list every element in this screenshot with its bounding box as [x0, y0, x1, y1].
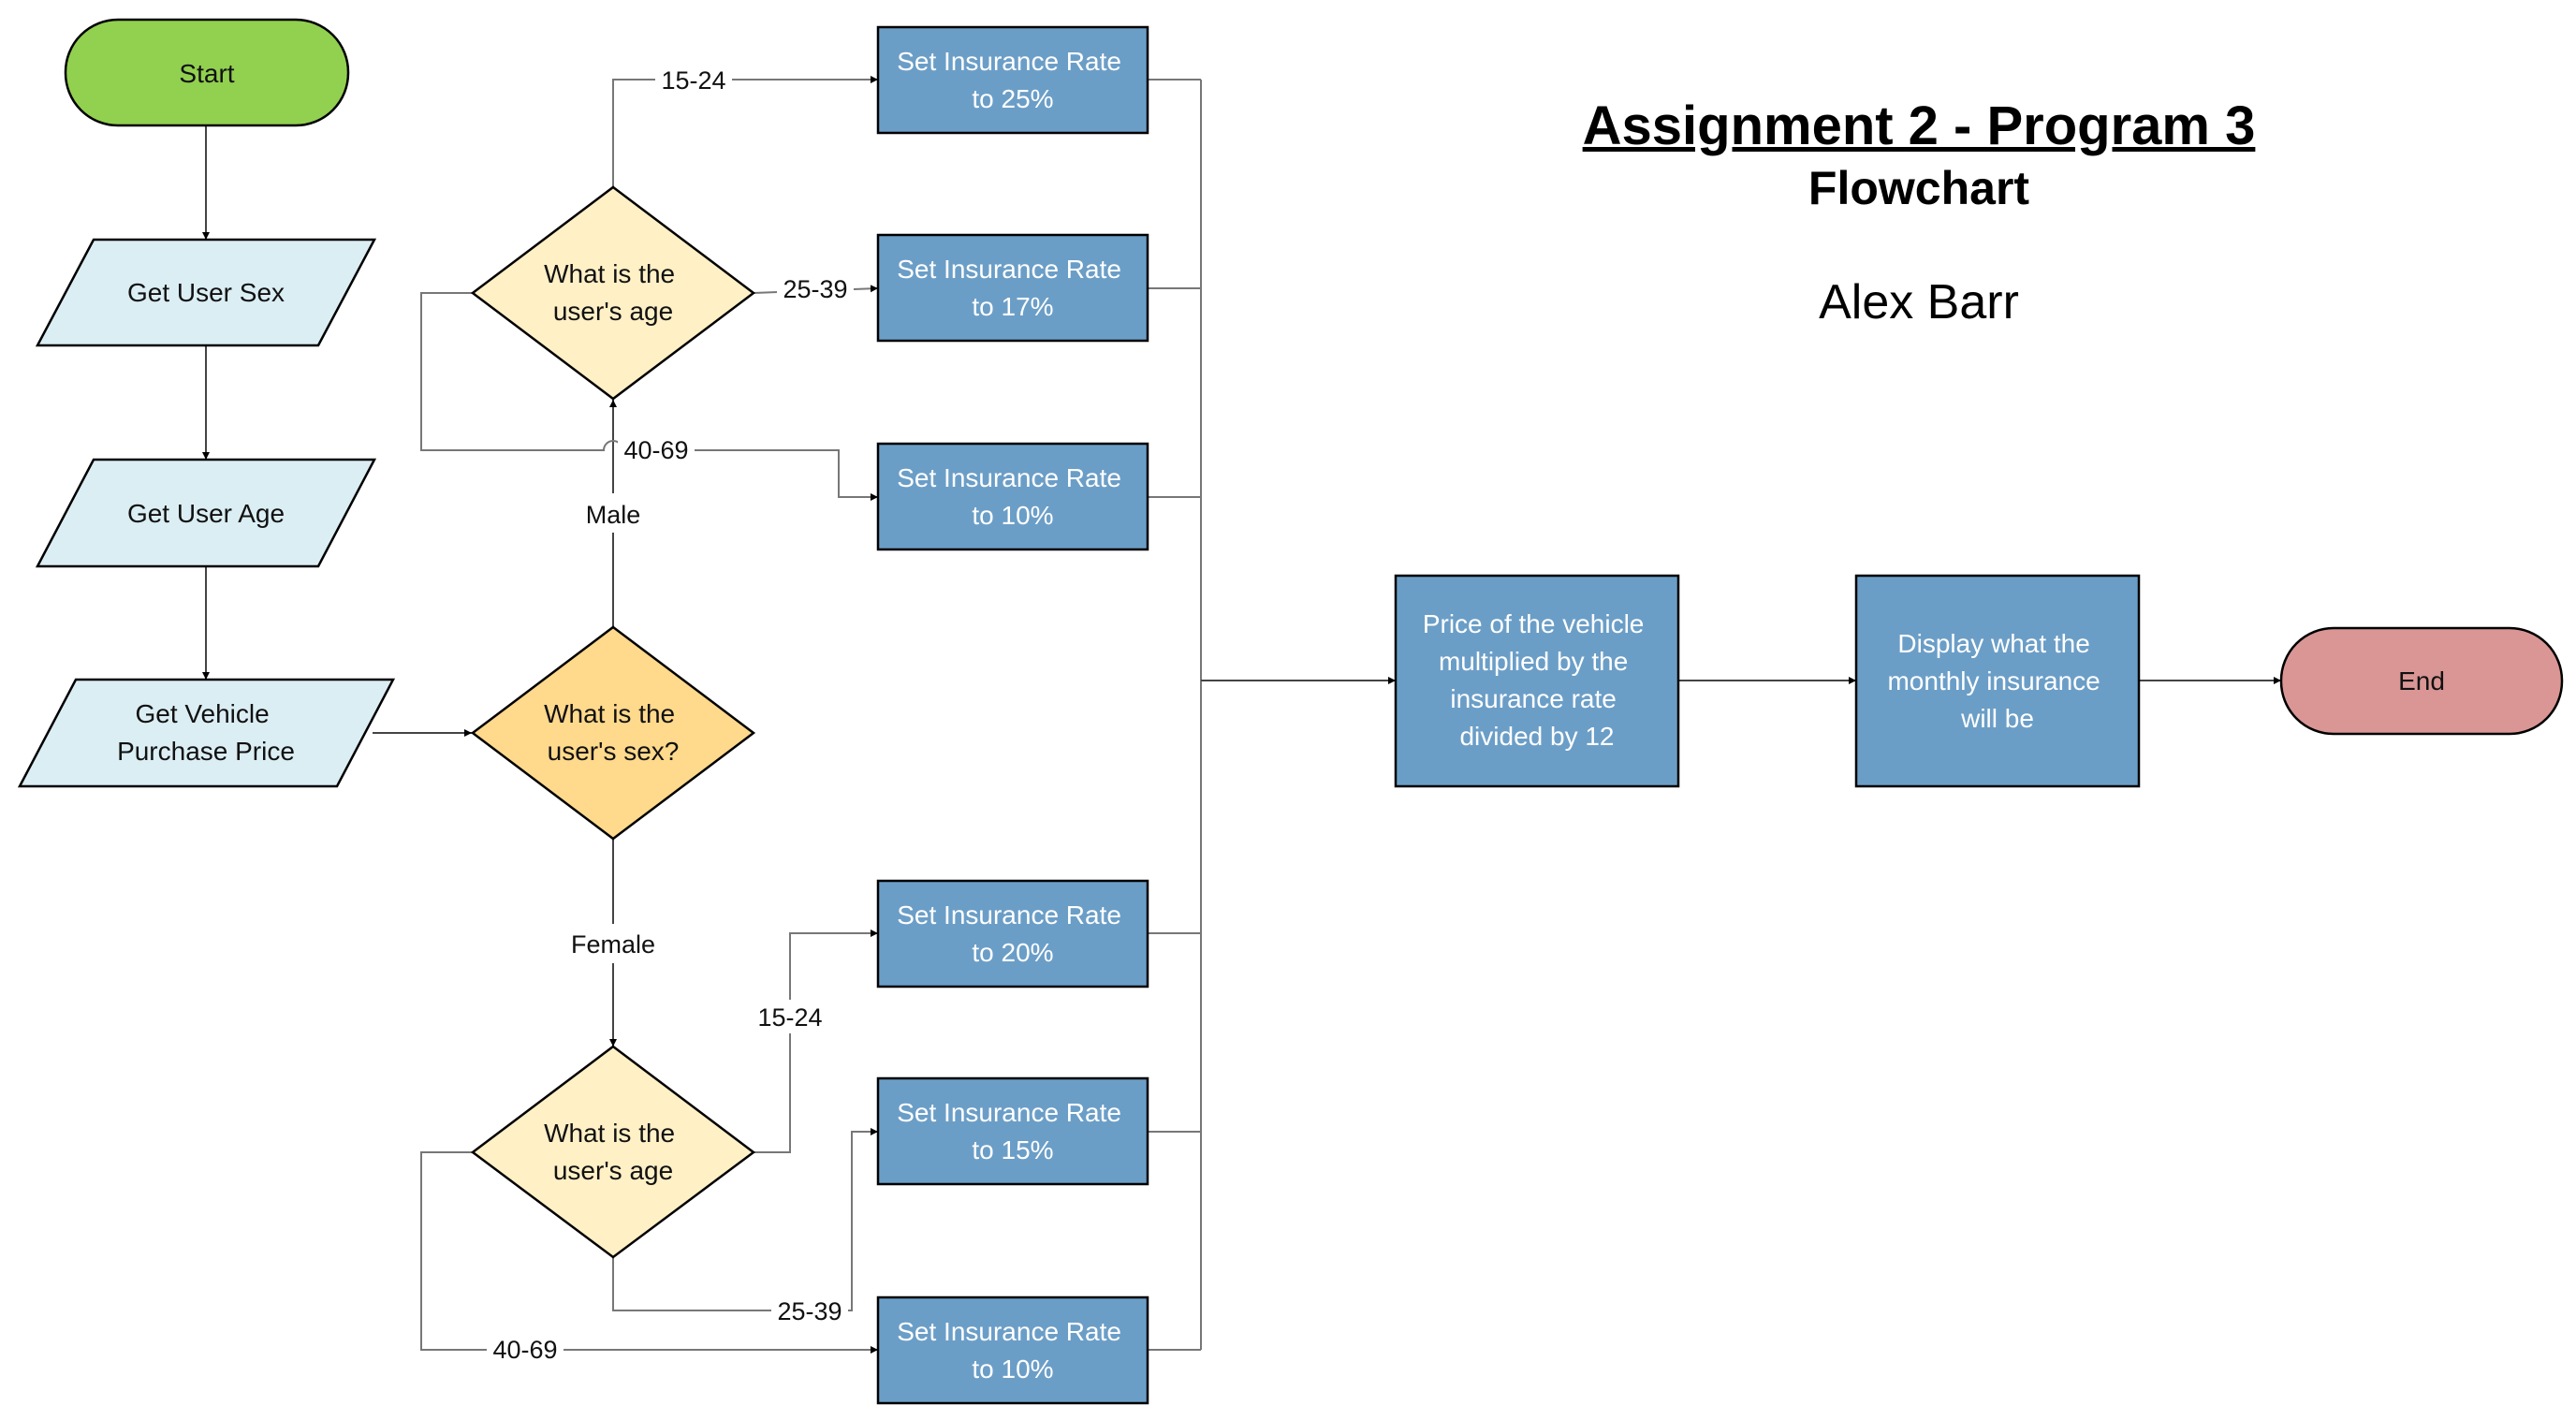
- process-rate-female-10: Set Insurance Rate to 10%: [876, 1296, 1149, 1405]
- label-male: Male: [586, 501, 641, 529]
- svg-text:Display what the monthly: Display what the monthly insurance will …: [1887, 629, 2107, 733]
- decision-sex-line-2: user's sex?: [548, 737, 680, 766]
- end-terminal: End: [2279, 626, 2564, 736]
- edge-female-15-24: [754, 930, 878, 1153]
- process-display-result: Display what the monthly insurance will …: [1854, 574, 2141, 788]
- rate-female-10-line-1: Set Insurance Rate: [897, 1317, 1121, 1346]
- display-line-2: monthly insurance: [1887, 666, 2100, 695]
- svg-text:Get Vehicle Purchase Pri: Get Vehicle Purchase Price: [117, 699, 295, 766]
- get-user-sex-label: Get User Sex: [127, 278, 285, 307]
- decision-sex-line-1: What is the: [544, 699, 675, 728]
- label-male-25-39: 25-39: [783, 275, 847, 303]
- svg-text:Set Insurance Rate to 25: Set Insurance Rate to 25%: [897, 47, 1128, 113]
- rate-male-25-line-2: to 25%: [972, 84, 1053, 113]
- rate-female-20-line-1: Set Insurance Rate: [897, 900, 1121, 930]
- rate-female-15-line-2: to 15%: [972, 1135, 1053, 1164]
- rate-male-10-line-1: Set Insurance Rate: [897, 463, 1121, 492]
- process-rate-male-25: Set Insurance Rate to 25%: [876, 25, 1149, 135]
- calc-line-2: multiplied by the: [1439, 647, 1628, 676]
- decision-female-age: What is the user's age: [470, 1045, 756, 1259]
- decision-user-sex: What is the user's sex?: [470, 625, 756, 841]
- decision-male-age-line-1: What is the: [544, 259, 675, 288]
- svg-text:Set Insurance Rate to 10: Set Insurance Rate to 10%: [897, 1317, 1128, 1383]
- input-get-user-sex: Get User Sex: [35, 238, 377, 347]
- page-subtitle: Flowchart: [1808, 161, 2030, 214]
- label-female-40-69: 40-69: [492, 1336, 557, 1364]
- edge-female-40-69: [420, 1151, 878, 1354]
- decision-female-age-line-1: What is the: [544, 1119, 675, 1148]
- svg-text:What is the user's age: What is the user's age: [544, 259, 682, 326]
- rate-male-10-line-2: to 10%: [972, 501, 1053, 530]
- process-rate-female-20: Set Insurance Rate to 20%: [876, 879, 1149, 988]
- edge-labels: Male Female 15-24 25-39 40-69 15-24 25-3…: [487, 64, 854, 1367]
- calc-line-1: Price of the vehicle: [1423, 609, 1645, 638]
- decision-female-age-line-2: user's age: [553, 1156, 673, 1185]
- get-vehicle-price-line-2: Purchase Price: [117, 737, 295, 766]
- rate-male-17-line-1: Set Insurance Rate: [897, 255, 1121, 284]
- rate-female-20-line-2: to 20%: [972, 938, 1053, 967]
- start-label: Start: [179, 59, 234, 88]
- calc-line-3: insurance rate: [1450, 684, 1616, 713]
- svg-text:Set Insurance Rate to 17: Set Insurance Rate to 17%: [897, 255, 1128, 321]
- title-block: Assignment 2 - Program 3 Flowchart Alex …: [1404, 94, 2434, 331]
- decision-male-age-line-2: user's age: [553, 297, 673, 326]
- input-get-user-age: Get User Age: [35, 458, 377, 568]
- display-line-1: Display what the: [1897, 629, 2089, 658]
- display-line-3: will be: [1960, 704, 2034, 733]
- svg-text:What is the user's age: What is the user's age: [544, 1119, 682, 1185]
- label-male-15-24: 15-24: [661, 66, 725, 95]
- start-terminal: Start: [64, 18, 350, 127]
- calc-line-4: divided by 12: [1459, 722, 1614, 751]
- end-label: End: [2398, 666, 2445, 695]
- decision-male-age: What is the user's age: [470, 185, 756, 401]
- label-male-40-69: 40-69: [623, 436, 688, 464]
- svg-text:Set Insurance Rate to 10: Set Insurance Rate to 10%: [897, 463, 1128, 530]
- rate-female-10-line-2: to 10%: [972, 1354, 1053, 1383]
- rate-female-15-line-1: Set Insurance Rate: [897, 1098, 1121, 1127]
- process-rate-male-17: Set Insurance Rate to 17%: [876, 233, 1149, 343]
- get-vehicle-price-line-1: Get Vehicle: [136, 699, 270, 728]
- label-female-15-24: 15-24: [757, 1003, 822, 1032]
- rate-male-25-line-1: Set Insurance Rate: [897, 47, 1121, 76]
- process-rate-male-10: Set Insurance Rate to 10%: [876, 442, 1149, 551]
- svg-text:Price of the vehicle mul: Price of the vehicle multiplied by the i…: [1423, 609, 1651, 751]
- svg-text:Set Insurance Rate to 20: Set Insurance Rate to 20%: [897, 900, 1128, 967]
- label-female: Female: [571, 930, 655, 959]
- svg-text:What is the user's sex?: What is the user's sex?: [544, 699, 682, 766]
- rate-male-17-line-2: to 17%: [972, 292, 1053, 321]
- author-name: Alex Barr: [1819, 275, 2019, 330]
- input-get-vehicle-price: Get Vehicle Purchase Price: [17, 678, 396, 788]
- edge-female-25-39: [612, 1128, 878, 1311]
- svg-text:Set Insurance Rate to 15: Set Insurance Rate to 15%: [897, 1098, 1128, 1164]
- label-female-25-39: 25-39: [777, 1297, 842, 1325]
- get-user-age-label: Get User Age: [127, 499, 285, 528]
- page-title: Assignment 2 - Program 3: [1582, 95, 2256, 156]
- process-rate-female-15: Set Insurance Rate to 15%: [876, 1076, 1149, 1186]
- process-calculate-monthly: Price of the vehicle multiplied by the i…: [1394, 574, 1680, 788]
- edge-male-15-24: [612, 76, 878, 187]
